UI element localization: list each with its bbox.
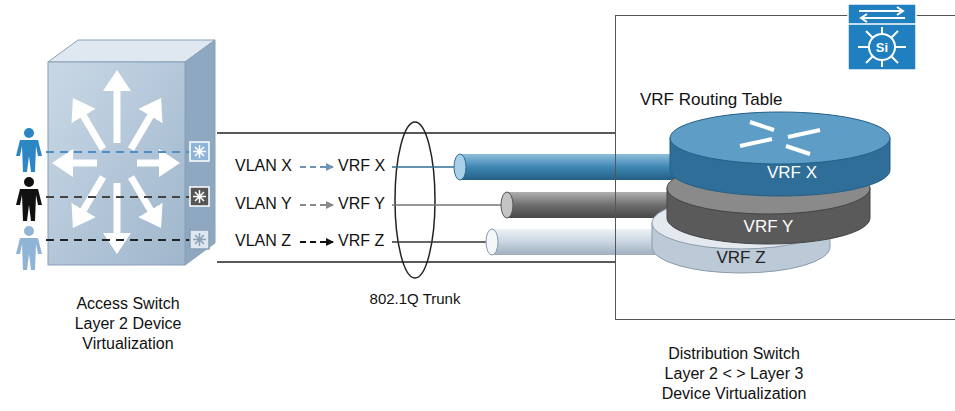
vrf-name: VRF Z [651,248,831,268]
vrf-name: VRF X [681,163,903,183]
vlan-vrf-label: VRF Y [338,195,385,213]
vlan-vrf-label: VLAN Z [235,232,291,250]
access-switch-text: Access Switch Layer 2 Device Virtualizat… [63,294,193,354]
vlan-vrf-label: VLAN X [235,157,292,175]
trunk-line [217,132,615,134]
access-switch: Access Switch Layer 2 Device Virtualizat… [40,38,217,358]
vrf-name: VRF Y [666,217,871,237]
icon-label: Si [876,40,888,55]
distribution-switch-box-text: VRF Routing Table [640,90,810,110]
vlan-vrf-label: VLAN Y [235,195,292,213]
distribution-switch-box-text: Distribution Switch Layer 2 < > Layer 3 … [654,344,814,404]
multilayer-switch-icon [845,2,919,72]
disc-outline [669,111,891,197]
vrf-disc: VRF X [669,111,891,197]
trunk-label: 802.1Q Trunk [370,290,461,307]
vlan-vrf-label: VRF Z [338,232,384,250]
vlan-vrf-label: VRF X [338,157,385,175]
